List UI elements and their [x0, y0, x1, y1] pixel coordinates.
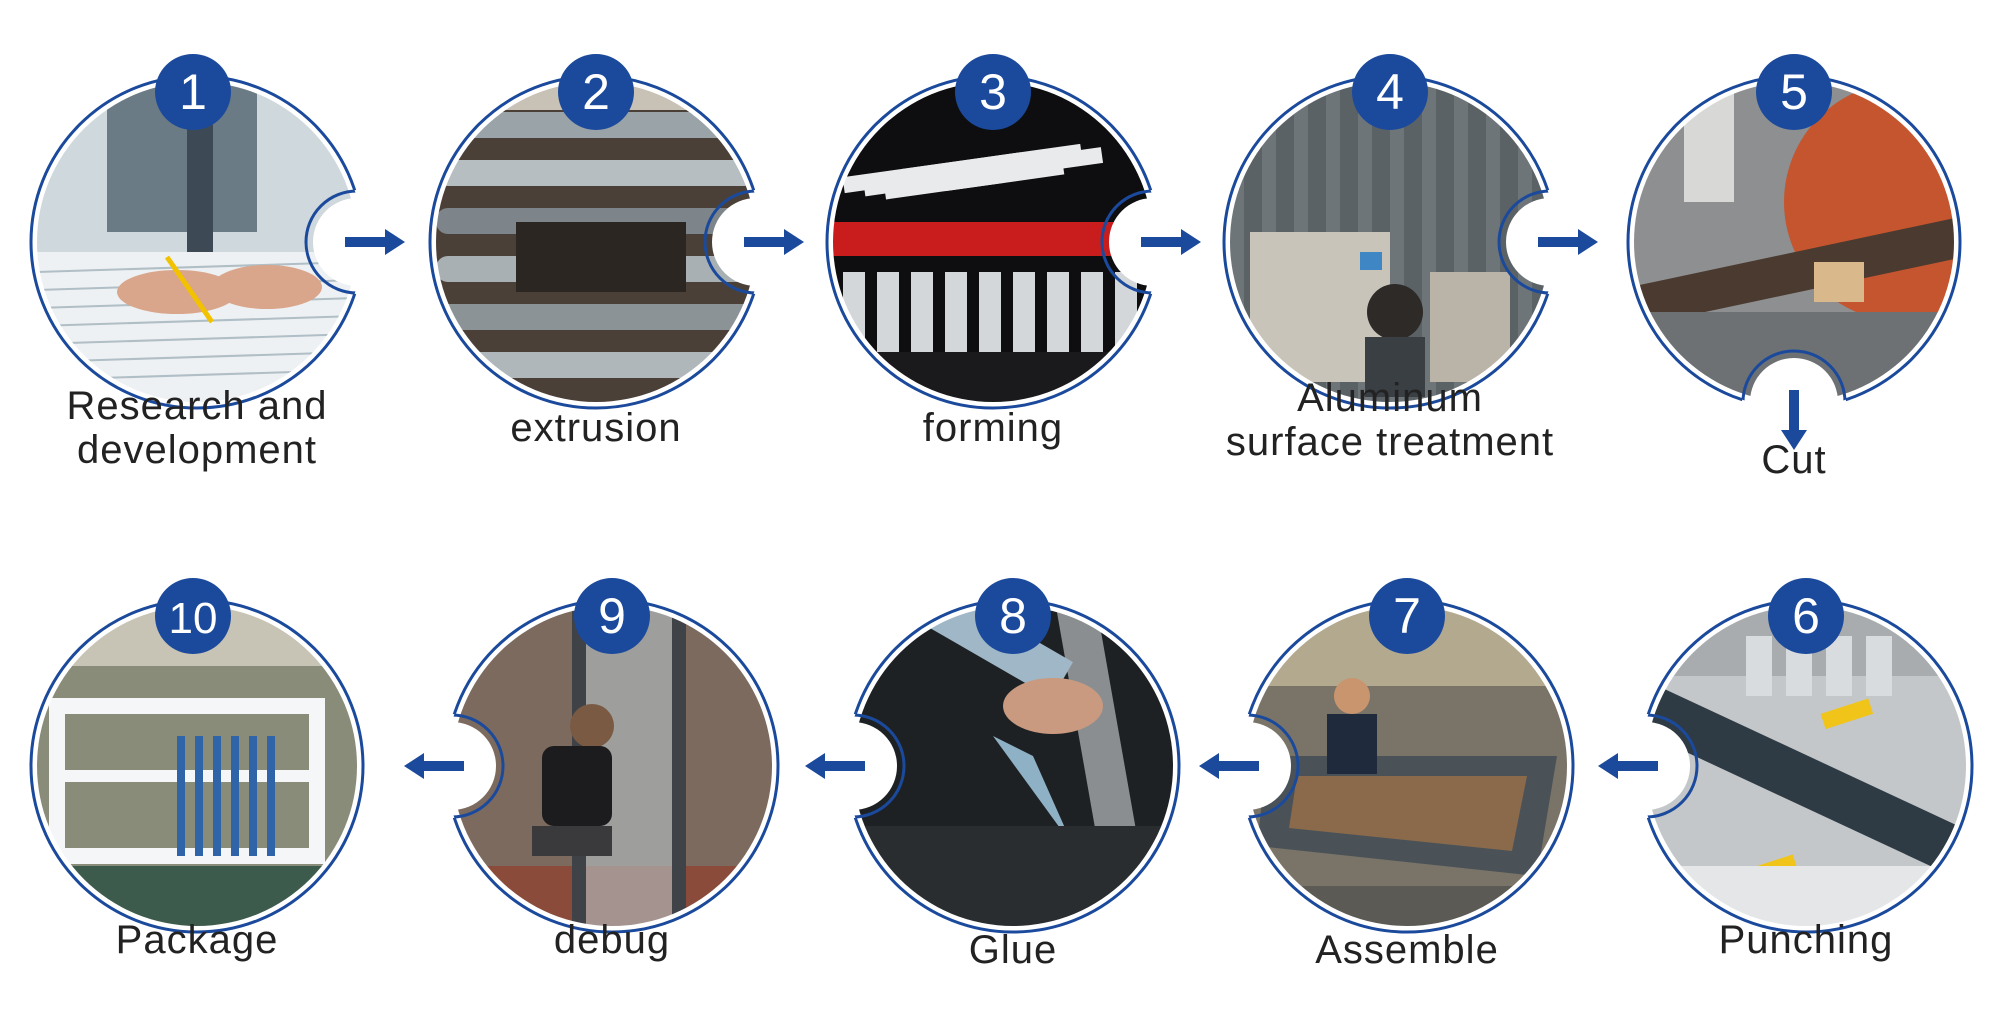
step-arrow-icon [744, 229, 804, 255]
step-number: 4 [1376, 64, 1404, 120]
step-number: 8 [999, 588, 1027, 644]
step-assemble: 7 [1194, 578, 1575, 946]
step-label-line: surface treatment [1225, 420, 1555, 464]
step-forming: 3 [825, 54, 1206, 412]
step-number-badge: 6 [1768, 578, 1844, 654]
step-arrow-icon [1781, 390, 1807, 450]
step-arrow-icon [1199, 753, 1259, 779]
step-number: 9 [598, 588, 626, 644]
step-label-line: forming [922, 406, 1064, 450]
step-research: 1 [29, 54, 410, 412]
step-label: extrusion [396, 406, 796, 450]
step-extrusion: 2 [428, 54, 809, 410]
step-punching: 6 [1593, 578, 1992, 946]
step-label: Assemble [1207, 928, 1607, 972]
step-photo [1247, 606, 1567, 946]
step-arrow-icon [345, 229, 405, 255]
step-label: Cut [1594, 438, 1994, 482]
step-number-badge: 1 [155, 54, 231, 130]
step-number-badge: 2 [558, 54, 634, 130]
step-arrow-icon [404, 753, 464, 779]
step-number-badge: 7 [1369, 578, 1445, 654]
step-photo [1634, 82, 2000, 412]
step-number: 5 [1780, 64, 1808, 120]
step-glue: 8 [800, 578, 1181, 936]
step-surface: 4 [1222, 54, 1603, 410]
step-label-line: Package [115, 918, 279, 962]
step-cut: 5 [1626, 54, 2000, 455]
step-number-badge: 5 [1756, 54, 1832, 130]
step-debug: 9 [399, 578, 780, 946]
step-photo [833, 82, 1153, 412]
step-label-line: Aluminum [1297, 376, 1483, 420]
step-package: 10 [29, 578, 365, 946]
step-label: debug [412, 918, 812, 962]
step-arrow-icon [1141, 229, 1201, 255]
step-photo [853, 589, 1173, 936]
step-label-line: Cut [1761, 438, 1827, 482]
step-number-badge: 3 [955, 54, 1031, 130]
step-number-badge: 10 [155, 578, 231, 654]
step-label-line: Glue [968, 928, 1058, 972]
step-number: 7 [1393, 588, 1421, 644]
step-label-line: Assemble [1315, 928, 1499, 972]
step-label-line: extrusion [510, 406, 682, 450]
step-photo [1230, 82, 1550, 402]
step-number: 6 [1792, 588, 1820, 644]
step-number: 10 [169, 594, 218, 643]
step-label: Glue [813, 928, 1213, 972]
step-label-line: Research and [66, 384, 328, 428]
step-arrow-icon [1538, 229, 1598, 255]
step-label-line: Punching [1718, 918, 1894, 962]
step-number: 3 [979, 64, 1007, 120]
step-arrow-icon [1598, 753, 1658, 779]
step-number-badge: 9 [574, 578, 650, 654]
step-label: Package [0, 918, 397, 962]
step-arrow-icon [805, 753, 865, 779]
step-photo [452, 606, 772, 946]
step-label-line: development [76, 428, 318, 472]
step-number: 2 [582, 64, 610, 120]
step-label: Punching [1606, 918, 2000, 962]
step-label: forming [793, 406, 1193, 450]
step-photo [36, 82, 358, 412]
step-number: 1 [179, 64, 207, 120]
step-number-badge: 8 [975, 578, 1051, 654]
step-photo [37, 606, 357, 946]
step-number-badge: 4 [1352, 54, 1428, 130]
step-label-line: debug [553, 918, 671, 962]
